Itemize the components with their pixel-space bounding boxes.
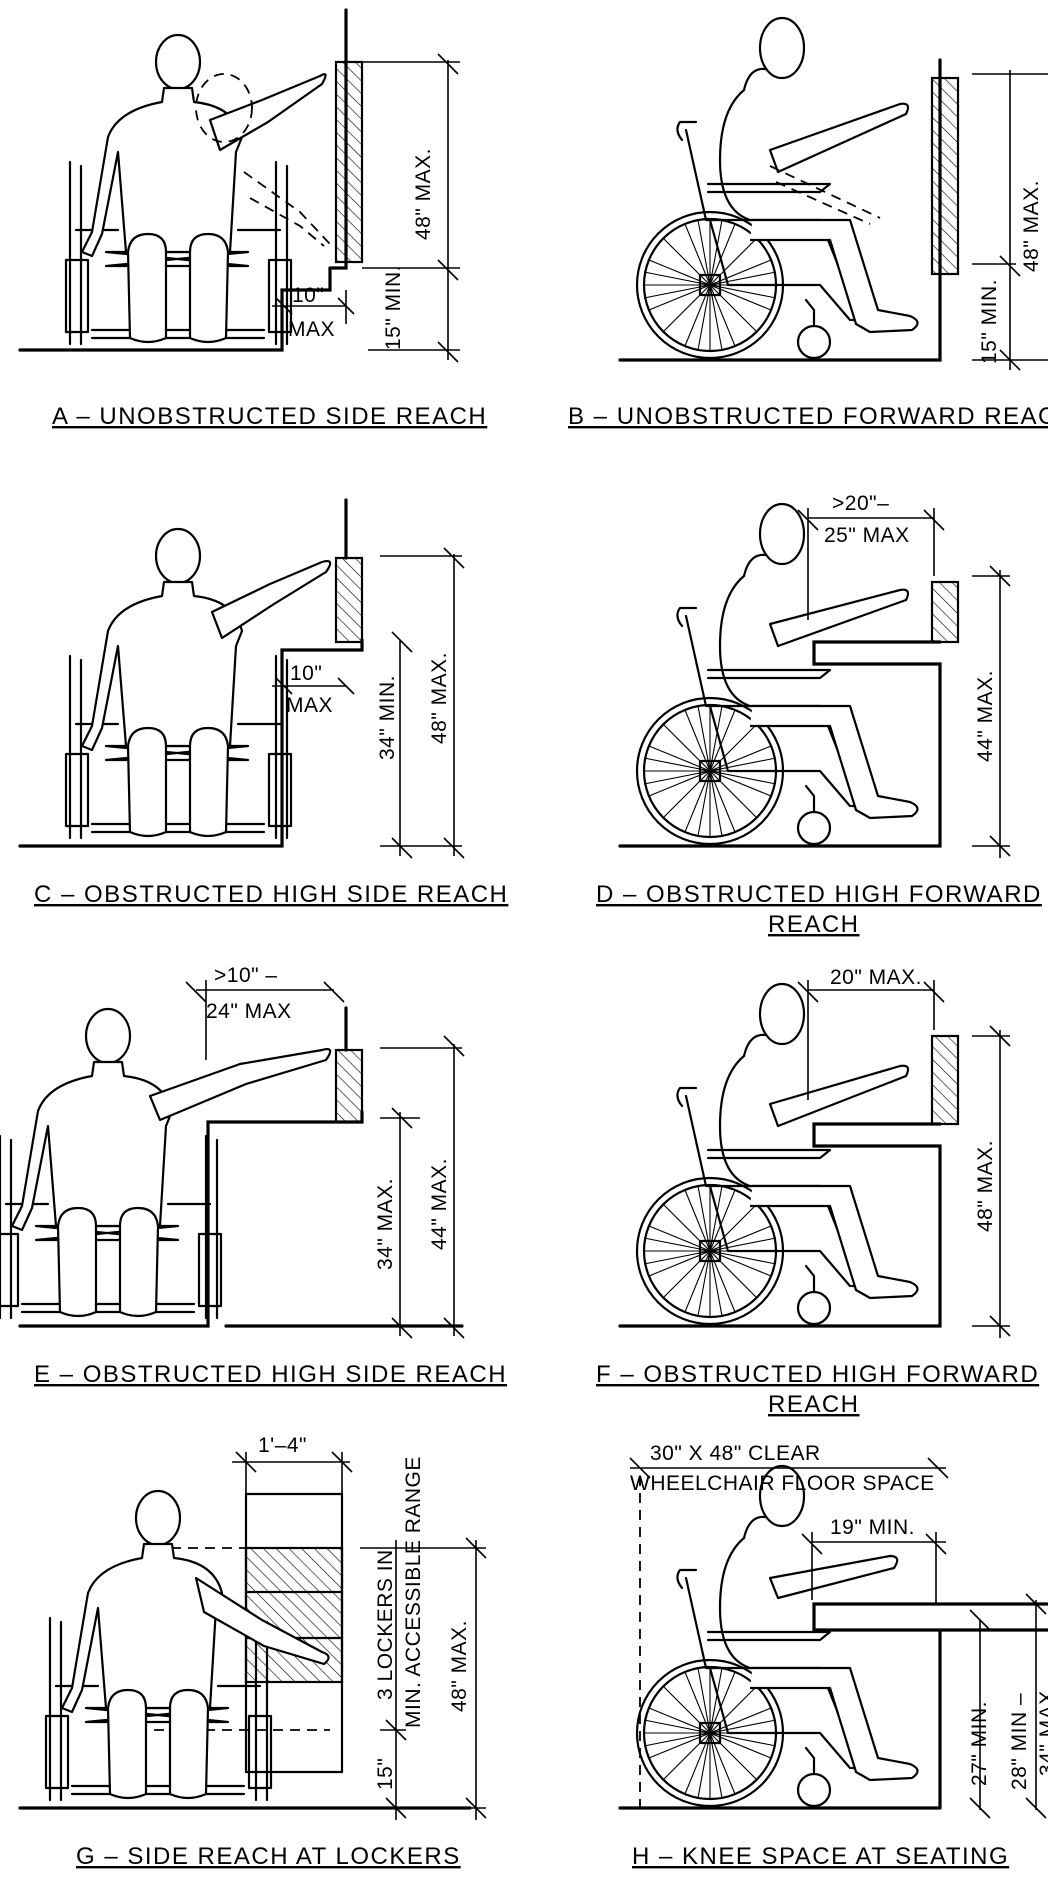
- panel-e-depth-dim-bottom: 24" MAX: [206, 1000, 292, 1023]
- panel-f-wall-control: [930, 1034, 960, 1126]
- panel-e-obstructed-high-side-reach: >10" – 24" MAX 34" MAX. 44" MAX. E – OBS…: [0, 964, 507, 1388]
- panel-a-reach-dim-top: 10": [292, 284, 324, 307]
- panel-c-reach-dim-bottom: MAX: [286, 694, 333, 717]
- panel-g-lockers-label: 3 LOCKERS IN: [374, 1549, 397, 1700]
- panel-h-clear-line-1: 30" X 48" CLEAR: [650, 1442, 821, 1465]
- panel-d-height-dim: 44" MAX.: [974, 670, 997, 762]
- panel-h-table-dim: 28" MIN –: [1008, 1693, 1031, 1790]
- panel-e-low-dim: 34" MAX.: [374, 1178, 397, 1270]
- panel-d-title-line-1: D – OBSTRUCTED HIGH FORWARD: [596, 881, 1042, 908]
- panel-h-knee-space-at-seating: 30" X 48" CLEAR WHEELCHAIR FLOOR SPACE 1…: [618, 1442, 1048, 1870]
- panel-h-knee-dim: 27" MIN.: [968, 1701, 991, 1786]
- panel-d-depth-dim-bottom: 25" MAX: [824, 524, 910, 547]
- panel-d-obstructed-high-forward-reach: >20"– 25" MAX 44" MAX. D – OBSTRUCTED HI…: [596, 492, 1042, 938]
- panel-h-title: H – KNEE SPACE AT SEATING: [632, 1843, 1009, 1870]
- panel-b-low-dim: 15" MIN.: [978, 279, 1001, 364]
- panel-b-wall-control: [930, 76, 960, 276]
- panel-d-title-line-2: REACH: [768, 911, 860, 938]
- panel-b-unobstructed-forward-reach: 48" MAX. 15" MIN. B – UNOBSTRUCTED FORWA…: [568, 16, 1048, 430]
- panel-e-height-dim: 44" MAX.: [428, 1158, 451, 1250]
- panel-g-width-dim: 1'–4": [258, 1434, 307, 1457]
- panel-e-title: E – OBSTRUCTED HIGH SIDE REACH: [34, 1361, 507, 1388]
- panel-g-side-reach-at-lockers: 1'–4" 3 LOCKERS IN MIN. ACCESSIBLE RANGE…: [18, 1434, 487, 1870]
- panel-c-wall-control: [334, 556, 364, 644]
- panel-f-obstructed-high-forward-reach: 20" MAX. 48" MAX. F – OBSTRUCTED HIGH FO…: [596, 966, 1039, 1418]
- panel-c-title: C – OBSTRUCTED HIGH SIDE REACH: [34, 881, 508, 908]
- panel-f-height-dim: 48" MAX.: [974, 1140, 997, 1232]
- panel-a-wall-control: [334, 60, 364, 264]
- panel-e-depth-dim-top: >10" –: [214, 964, 278, 987]
- panel-a-unobstructed-side-reach: 48" MAX. 15" MIN. 10" MAX A – UNOBSTRUCT…: [18, 8, 487, 430]
- panel-h-depth-dim: 19" MIN.: [830, 1516, 915, 1539]
- panel-f-depth-dim: 20" MAX.: [830, 966, 922, 989]
- panel-a-reach-dim-bottom: MAX: [288, 318, 335, 341]
- panel-d-depth-dim-top: >20"–: [832, 492, 889, 515]
- panel-g-range-label: MIN. ACCESSIBLE RANGE: [402, 1456, 425, 1728]
- panel-b-title: B – UNOBSTRUCTED FORWARD REACH: [568, 403, 1048, 430]
- panel-c-obstructed-high-side-reach: 34" MIN. 48" MAX. 10" MAX C – OBSTRUCTED…: [18, 498, 508, 908]
- panel-c-reach-dim-top: 10": [290, 662, 322, 685]
- panel-h-table-dim-cut: 34" MAX.: [1036, 1684, 1048, 1776]
- panel-d-wall-control: [930, 580, 960, 644]
- panel-e-wall-control: [334, 1048, 364, 1124]
- panel-h-clear-line-2: WHEELCHAIR FLOOR SPACE: [630, 1472, 935, 1495]
- panel-f-title-line-2: REACH: [768, 1391, 860, 1418]
- panel-g-low-dim: 15": [374, 1758, 397, 1790]
- panel-g-height-dim: 48" MAX.: [448, 1620, 471, 1712]
- panel-a-title: A – UNOBSTRUCTED SIDE REACH: [52, 403, 487, 430]
- panel-c-low-dim: 34" MIN.: [376, 675, 399, 760]
- panel-a-height-dim: 48" MAX.: [412, 148, 435, 240]
- panel-c-height-dim: 48" MAX.: [428, 652, 451, 744]
- panel-b-height-dim: 48" MAX.: [1020, 180, 1043, 272]
- panel-a-low-dim: 15" MIN.: [382, 265, 405, 350]
- panel-g-title: G – SIDE REACH AT LOCKERS: [76, 1843, 461, 1870]
- panel-f-title-line-1: F – OBSTRUCTED HIGH FORWARD: [596, 1361, 1039, 1388]
